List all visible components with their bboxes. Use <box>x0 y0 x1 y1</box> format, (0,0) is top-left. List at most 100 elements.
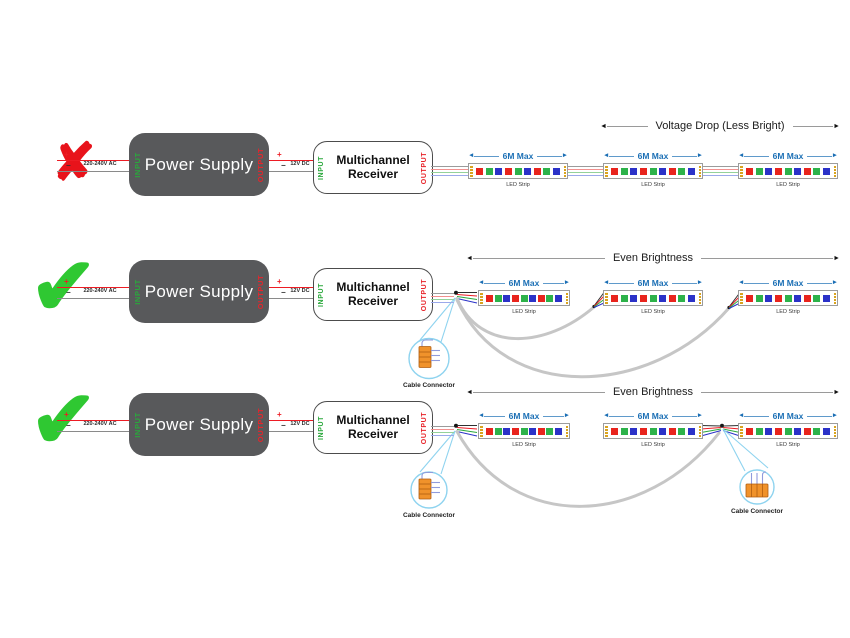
cable-connector-label: Cable Connector <box>402 512 455 519</box>
ac-neutral-wire <box>57 298 129 300</box>
minus-sign: − <box>281 421 286 430</box>
plus-sign: + <box>277 277 282 286</box>
minus-sign: − <box>281 161 286 170</box>
rx-output-label: OUTPUT <box>421 278 428 311</box>
dim-arrow-left-icon: ◄ <box>738 411 745 419</box>
plus-sign: + <box>64 410 69 419</box>
led-chips <box>469 167 567 175</box>
solder-pads <box>740 165 743 177</box>
arrow-right-icon: ► <box>833 388 841 396</box>
led-strip: ◄ 6M Max ► LED Strip <box>468 151 568 188</box>
arrow-left-icon: ◄ <box>600 122 607 130</box>
dim-arrow-left-icon: ◄ <box>738 151 745 159</box>
solder-pads <box>605 425 608 437</box>
led-strip: ◄ 6M Max ► LED Strip <box>738 151 838 188</box>
cable-connector-icon <box>418 471 440 500</box>
rgb-wire-ribbon <box>431 292 454 304</box>
solder-pads <box>698 292 701 304</box>
length-dimension: ◄ 6M Max ► <box>603 151 703 161</box>
strip-length-label: 6M Max <box>637 411 669 421</box>
cable-connector-label: Cable Connector <box>730 508 783 515</box>
row3-output-junction <box>454 423 478 437</box>
dim-arrow-right-icon: ► <box>563 278 570 286</box>
ps-output-label: OUTPUT <box>256 274 265 309</box>
solder-pads <box>563 165 566 177</box>
ac-voltage-label: 220-240V AC <box>83 288 117 294</box>
check-mark-icon: ✔ <box>30 242 98 331</box>
led-strip-label: LED Strip <box>641 309 665 315</box>
minus-sign: − <box>281 288 286 297</box>
led-chips <box>739 167 837 175</box>
row3-header-dimension: ◄ Even Brightness ► <box>466 385 840 399</box>
solder-pads <box>605 292 608 304</box>
dim-arrow-right-icon: ► <box>831 411 838 419</box>
dc-voltage-label: 12V DC <box>290 421 310 427</box>
ac-live-wire <box>57 160 129 162</box>
dim-arrow-left-icon: ◄ <box>468 151 475 159</box>
row1-header-dimension: ◄ Voltage Drop (Less Bright) ► <box>600 119 840 133</box>
strip-length-label: 6M Max <box>772 278 804 288</box>
solder-pads <box>833 292 836 304</box>
dc-positive-wire <box>269 287 313 289</box>
led-chips <box>739 427 837 435</box>
cable-connector-icon <box>745 471 769 498</box>
solder-pads <box>470 165 473 177</box>
dim-arrow-right-icon: ► <box>696 278 703 286</box>
cable-connector-label: Cable Connector <box>402 382 455 389</box>
rx-output-label: OUTPUT <box>421 151 428 184</box>
receiver-label: Multichannel Receiver <box>336 412 410 441</box>
led-strip-label: LED Strip <box>512 309 536 315</box>
dc-positive-wire <box>269 160 313 162</box>
ac-live-wire <box>57 287 129 289</box>
ac-neutral-wire <box>57 431 129 433</box>
led-chips <box>604 427 702 435</box>
strip-length-label: 6M Max <box>508 411 540 421</box>
cable-connector-icon <box>418 339 440 368</box>
led-strip: ◄ 6M Max ► LED Strip <box>738 278 838 315</box>
dim-arrow-left-icon: ◄ <box>478 411 485 419</box>
minus-sign: − <box>66 161 71 170</box>
dc-negative-wire <box>269 171 313 173</box>
dc-voltage-label: 12V DC <box>290 161 310 167</box>
power-supply: INPUT Power Supply OUTPUT <box>129 260 269 323</box>
strip-length-label: 6M Max <box>772 411 804 421</box>
dim-arrow-left-icon: ◄ <box>603 151 610 159</box>
led-strip-body <box>738 163 838 179</box>
length-dimension: ◄ 6M Max ► <box>603 278 703 288</box>
rx-input-label: INPUT <box>318 282 325 307</box>
led-strip-label: LED Strip <box>776 309 800 315</box>
led-strip-label: LED Strip <box>641 182 665 188</box>
ac-live-wire <box>57 420 129 422</box>
receiver-label: Multichannel Receiver <box>336 152 410 181</box>
led-strip: ◄ 6M Max ► LED Strip <box>603 278 703 315</box>
solder-pads <box>740 292 743 304</box>
rx-input-label: INPUT <box>318 155 325 180</box>
dc-negative-wire <box>269 298 313 300</box>
led-strip-body <box>738 290 838 306</box>
power-supply: INPUT Power Supply OUTPUT <box>129 393 269 456</box>
strip-length-label: 6M Max <box>637 278 669 288</box>
arrow-left-icon: ◄ <box>466 254 473 262</box>
dc-positive-wire <box>269 420 313 422</box>
plus-sign: + <box>277 150 282 159</box>
led-chips <box>479 427 569 435</box>
solder-pads <box>565 425 568 437</box>
solder-pads <box>698 425 701 437</box>
led-strip: ◄ 6M Max ► LED Strip <box>738 411 838 448</box>
length-dimension: ◄ 6M Max ► <box>468 151 568 161</box>
dc-voltage-label: 12V DC <box>290 288 310 294</box>
solder-pads <box>565 292 568 304</box>
row2-output-junction <box>454 290 478 304</box>
rgb-wire-ribbon <box>431 425 454 437</box>
ps-input-label: INPUT <box>133 151 142 178</box>
led-chips <box>604 167 702 175</box>
dim-arrow-left-icon: ◄ <box>738 278 745 286</box>
minus-sign: − <box>66 421 71 430</box>
led-strip-label: LED Strip <box>512 442 536 448</box>
strip-length-label: 6M Max <box>772 151 804 161</box>
led-strip: ◄ 6M Max ► LED Strip <box>603 151 703 188</box>
solder-pads <box>740 425 743 437</box>
strip-length-label: 6M Max <box>502 151 534 161</box>
dc-negative-wire <box>269 431 313 433</box>
dim-arrow-left-icon: ◄ <box>478 278 485 286</box>
